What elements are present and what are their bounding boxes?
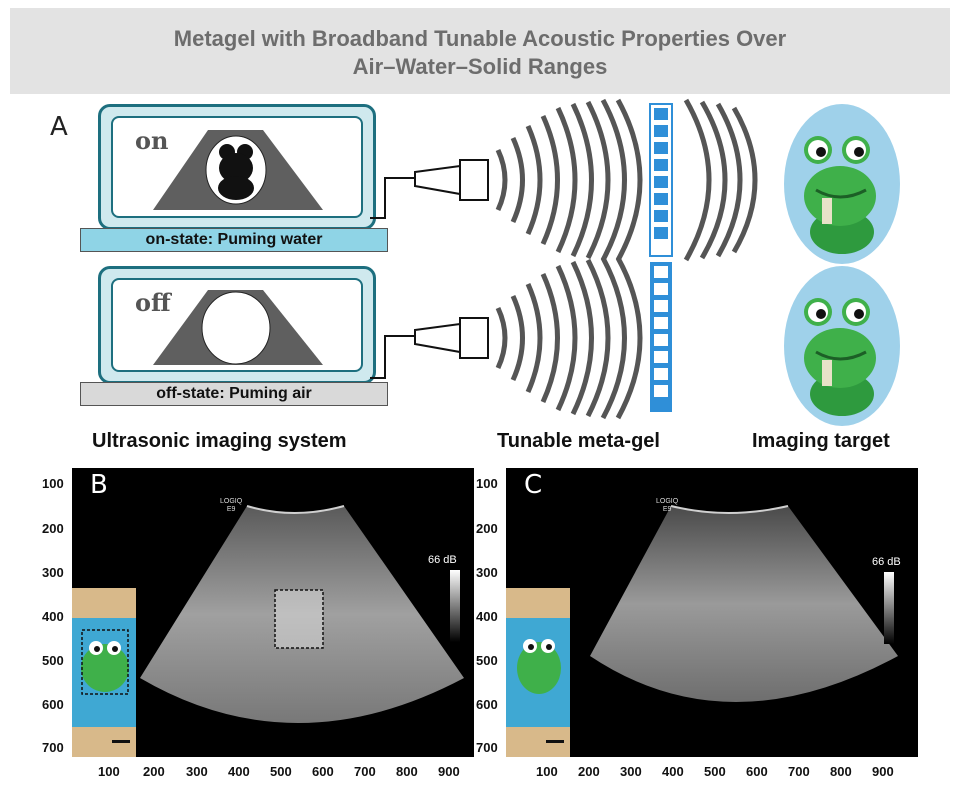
scan-c-x-tick: 900	[872, 764, 894, 779]
figure-title-line-2: Air–Water–Solid Ranges	[352, 54, 608, 79]
label-meta-gel: Tunable meta-gel	[497, 430, 660, 452]
frog-photo-inset-c	[506, 588, 570, 757]
scan-c-y-tick: 500	[476, 653, 498, 668]
gray-scale-bar-c	[884, 572, 894, 644]
off-state-base: off-state: Puming air	[80, 382, 388, 406]
scanner-logo-b: LOGIQ E9	[220, 498, 243, 513]
on-state-word: on	[135, 126, 169, 155]
panel-c-label: C	[524, 470, 543, 500]
gray-scale-bar-b	[450, 570, 460, 642]
db-label-b: 66 dB	[428, 554, 457, 566]
off-state-word: off	[135, 288, 171, 317]
scan-c-x-tick: 300	[620, 764, 642, 779]
scan-b-y-tick: 200	[42, 521, 64, 536]
scan-c-y-tick: 200	[476, 521, 498, 536]
scan-b-y-tick: 400	[42, 609, 64, 624]
imaging-target-off	[784, 266, 900, 426]
scan-c-y-tick: 400	[476, 609, 498, 624]
scan-c-sector	[590, 505, 898, 702]
scan-c-y-tick: 700	[476, 740, 498, 755]
panel-a-label: A	[50, 112, 68, 142]
scan-c-x-tick: 200	[578, 764, 600, 779]
label-imaging-target: Imaging target	[752, 430, 890, 452]
scan-b-x-tick: 500	[270, 764, 292, 779]
on-state-base-label: on-state: Puming water	[145, 231, 323, 248]
meta-gel-on	[649, 103, 673, 257]
scan-c-x-tick: 700	[788, 764, 810, 779]
scan-b-x-tick: 800	[396, 764, 418, 779]
scan-b-sector	[140, 505, 464, 723]
scan-b: LOGIQ E9 66 dB B	[72, 468, 474, 757]
scan-c-x-tick: 600	[746, 764, 768, 779]
meta-gel-off	[650, 262, 672, 412]
title-banner: Metagel with Broadband Tunable Acoustic …	[10, 8, 950, 94]
monitor-on: on	[98, 104, 376, 230]
scan-c: LOGIQ E9 66 dB C	[506, 468, 918, 757]
frog-photo-inset-b	[72, 588, 136, 757]
scan-c-y-tick: 300	[476, 565, 498, 580]
setup-diagram	[370, 98, 900, 426]
transducer-on	[414, 159, 489, 201]
ultrasound-sector-on	[153, 130, 323, 210]
db-label-c: 66 dB	[872, 556, 901, 568]
scan-c-x-tick: 500	[704, 764, 726, 779]
sound-waves-on	[495, 98, 758, 262]
figure-title-line-1: Metagel with Broadband Tunable Acoustic …	[173, 26, 787, 51]
scan-b-x-tick: 300	[186, 764, 208, 779]
scan-b-x-tick: 400	[228, 764, 250, 779]
scan-b-y-tick: 100	[42, 476, 64, 491]
scan-b-x-tick: 700	[354, 764, 376, 779]
monitor-off: off	[98, 266, 376, 384]
scan-b-x-tick: 600	[312, 764, 334, 779]
scan-b-x-tick: 900	[438, 764, 460, 779]
off-state-base-label: off-state: Puming air	[156, 385, 312, 402]
sound-waves-off	[495, 256, 643, 420]
scan-c-y-tick: 100	[476, 476, 498, 491]
scan-b-y-tick: 500	[42, 653, 64, 668]
scan-b-y-tick: 700	[42, 740, 64, 755]
monitor-off-screen: off	[111, 278, 363, 372]
scan-c-y-tick: 600	[476, 697, 498, 712]
cable-on	[370, 177, 415, 219]
frog-silhouette	[218, 144, 254, 200]
scan-b-y-tick: 300	[42, 565, 64, 580]
panel-b-label: B	[90, 470, 108, 500]
scan-c-x-tick: 100	[536, 764, 558, 779]
scan-b-y-tick: 600	[42, 697, 64, 712]
ultrasound-sector-off	[153, 290, 323, 365]
monitor-on-screen: on	[111, 116, 363, 218]
cable-off	[370, 335, 415, 379]
transducer-off	[414, 317, 489, 359]
scan-c-x-tick: 400	[662, 764, 684, 779]
label-ultrasonic-system: Ultrasonic imaging system	[92, 430, 347, 452]
on-state-base: on-state: Puming water	[80, 228, 388, 252]
imaging-target-on	[784, 104, 900, 264]
scan-b-x-tick: 100	[98, 764, 120, 779]
scan-c-x-tick: 800	[830, 764, 852, 779]
scan-b-x-tick: 200	[143, 764, 165, 779]
scanner-logo-c: LOGIQ E9	[656, 498, 679, 513]
